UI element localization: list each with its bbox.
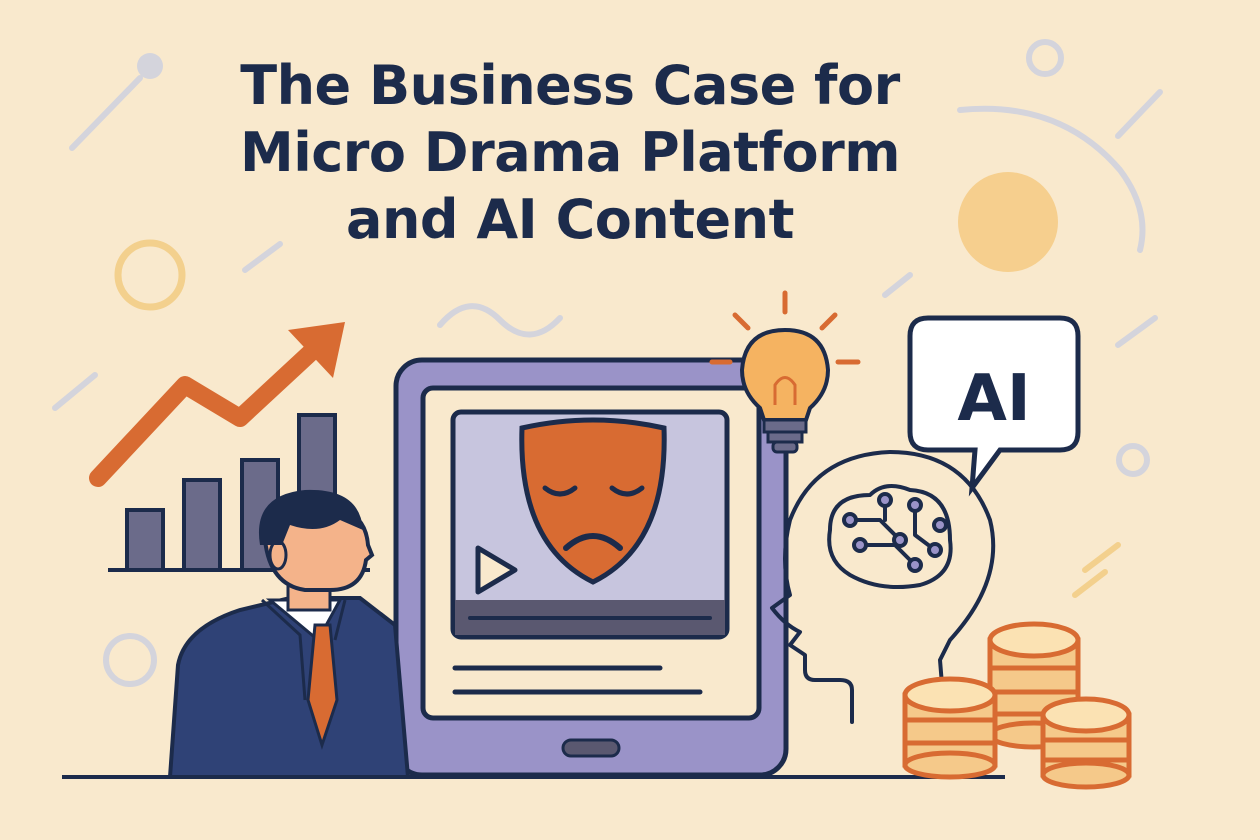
title-line-2: Micro Drama Platform xyxy=(239,121,901,184)
page-title: The Business Case for Micro Drama Platfo… xyxy=(0,52,1140,253)
businessman-icon xyxy=(167,489,411,779)
ai-bubble-label: AI xyxy=(957,362,1030,436)
title-line-3: and AI Content xyxy=(346,188,794,251)
lightbulb-icon xyxy=(709,290,861,454)
play-icon xyxy=(475,545,518,595)
ai-speech-bubble-icon: AI xyxy=(907,315,1081,497)
title-line-1: The Business Case for xyxy=(240,54,900,117)
decorative-shapes xyxy=(52,39,1163,687)
theater-mask-icon xyxy=(519,417,667,585)
coin-stack-icon xyxy=(902,621,1132,790)
trend-arrow-icon xyxy=(89,322,345,487)
ai-head-brain-icon xyxy=(770,450,996,724)
